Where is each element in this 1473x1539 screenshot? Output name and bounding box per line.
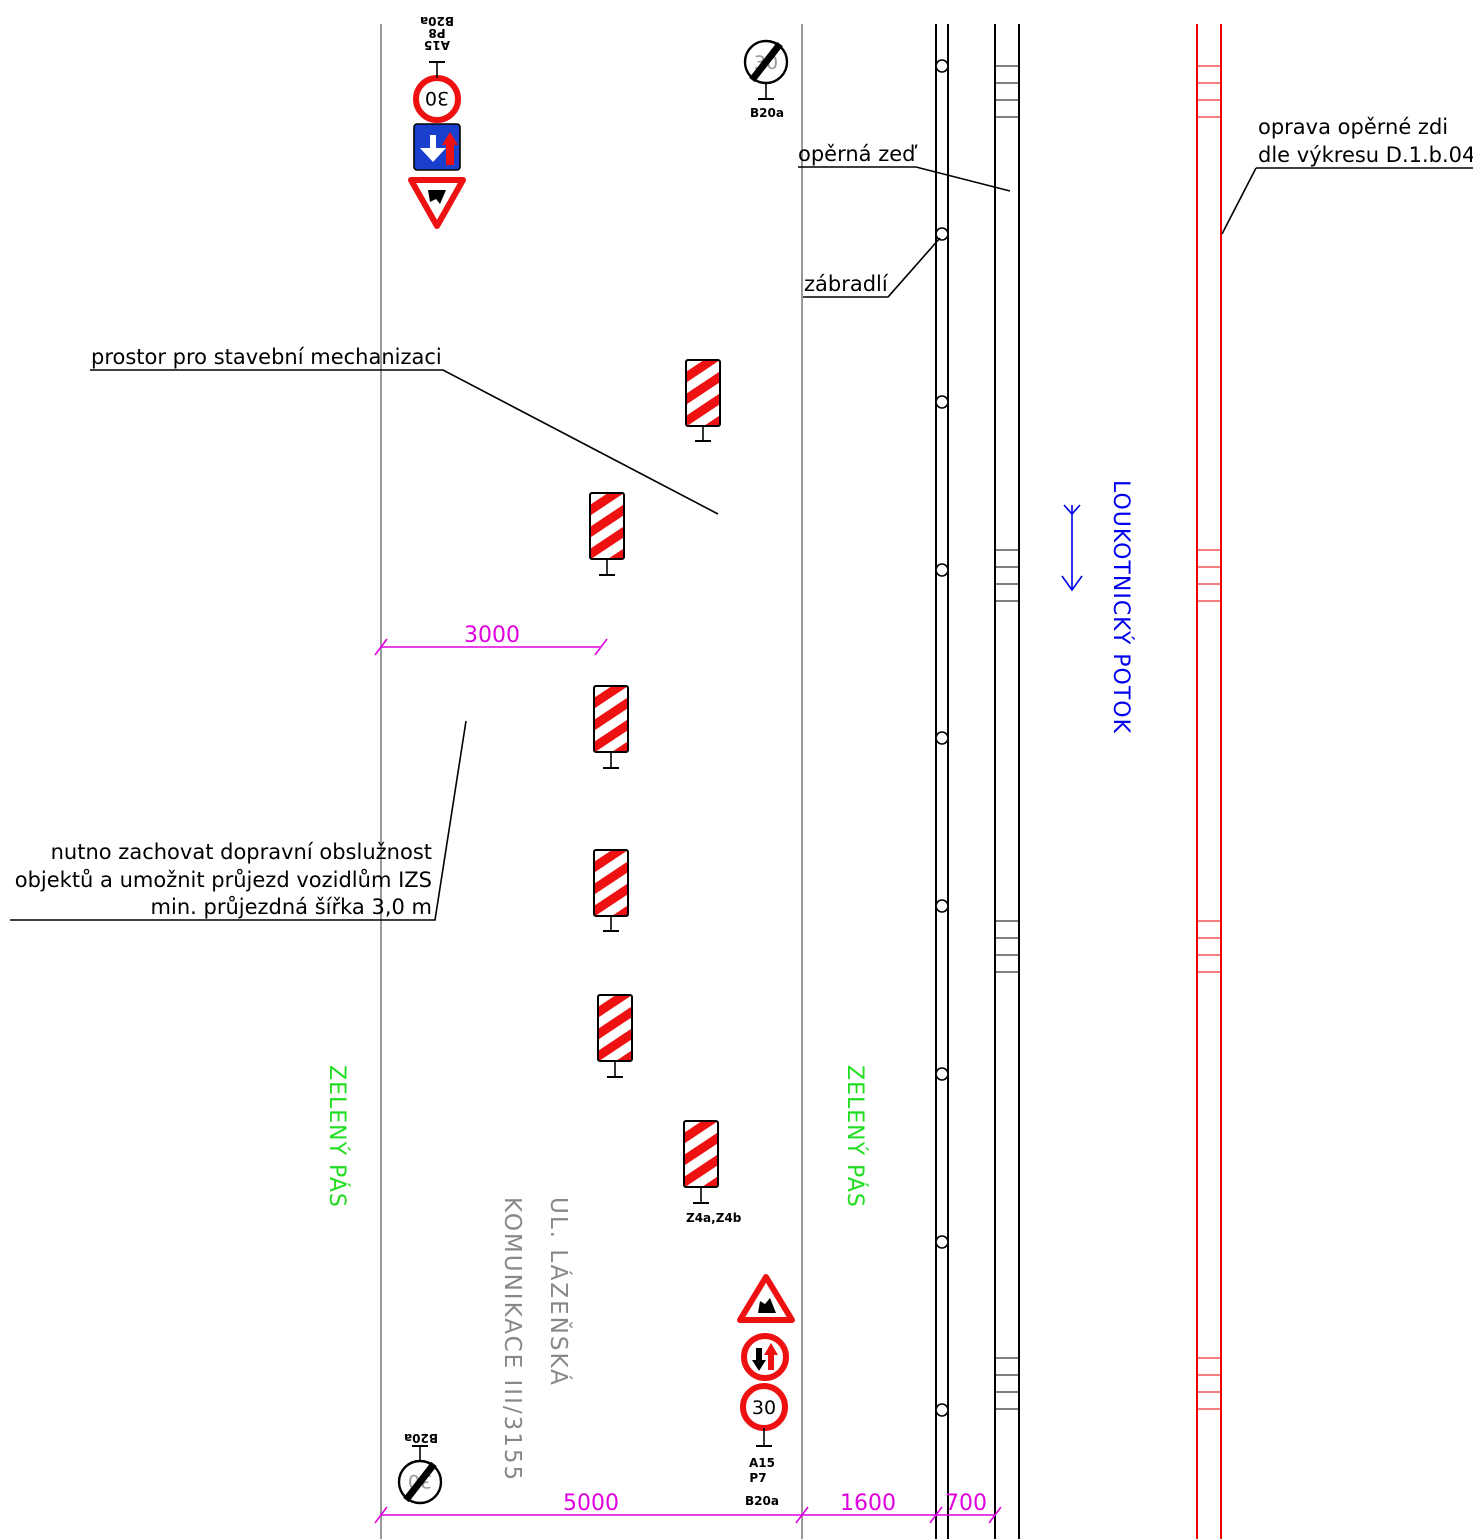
green-strip-left-label: ZELENÝ PÁS	[324, 1065, 350, 1208]
oncoming-arrow-red	[764, 1343, 778, 1370]
top-left-sign-code-1: A15	[424, 38, 450, 52]
speed-limit-value-top: 30	[425, 87, 449, 109]
stream-flow-arrow	[1061, 504, 1083, 592]
roadwork-icon	[428, 190, 446, 204]
barrier-board-4	[593, 849, 629, 932]
access-note-line2: objektů a umožnit průjezd vozidlům IZS	[15, 868, 432, 892]
end-speed-limit-sign-bottom: 30	[397, 1445, 443, 1505]
repaired-retaining-wall	[1196, 24, 1222, 1539]
dimension-700-value: 700	[945, 1491, 987, 1516]
end-speed-limit-sign-top: 30	[743, 39, 789, 100]
top-left-sign-code-3: B20a	[420, 14, 454, 28]
access-note-line3: min. průjezdná šířka 3,0 m	[151, 895, 432, 919]
dimension-5000-value: 5000	[563, 1491, 619, 1516]
barrier-board-2	[589, 492, 625, 576]
roadwork-triangle-sign	[408, 177, 466, 229]
oncoming-arrow-white	[420, 135, 446, 162]
bottom-right-sign-code-3: B20a	[745, 1494, 779, 1508]
retaining-wall-label: opěrná zeď	[798, 142, 918, 166]
retaining-wall	[994, 24, 1020, 1539]
barrier-board-3	[593, 685, 629, 769]
roadwork-icon	[758, 1298, 776, 1313]
barrier-board-1	[685, 359, 721, 442]
top-left-sign-code-2: P8	[428, 26, 445, 40]
roadwork-triangle-sign	[737, 1274, 795, 1323]
bottom-left-sign-code: B20a	[404, 1431, 438, 1445]
access-note-line1: nutno zachovat dopravní obslužnost	[51, 840, 432, 864]
repair-note-line1: oprava opěrné zdi	[1258, 115, 1448, 139]
dimension-3000	[374, 638, 608, 656]
railing-label: zábradlí	[804, 272, 889, 296]
sign-group-top-left: 30	[408, 61, 466, 229]
speed-limit-value-bottom: 30	[752, 1397, 776, 1419]
barrier-sign-code: Z4a,Z4b	[686, 1211, 742, 1225]
sign-group-bottom-right: 30	[737, 1274, 795, 1447]
no-priority-oncoming-sign	[741, 1333, 789, 1381]
construction-space-label: prostor pro stavební mechanizaci	[91, 345, 442, 369]
repair-note-line2: dle výkresu D.1.b.04	[1258, 143, 1473, 167]
top-right-sign-code: B20a	[750, 106, 784, 120]
barrier-board-5	[597, 994, 633, 1078]
leader-lines	[10, 166, 1473, 921]
stream-label: LOUKOTNICKÝ POTOK	[1108, 480, 1134, 734]
bottom-right-sign-code-2: P7	[749, 1471, 766, 1485]
dimension-1600-value: 1600	[840, 1491, 896, 1516]
green-strip-right-label: ZELENÝ PÁS	[842, 1065, 868, 1208]
railing	[935, 24, 949, 1539]
oncoming-arrow-black	[752, 1348, 766, 1371]
dimension-bottom	[374, 1506, 1002, 1524]
bottom-right-sign-code-1: A15	[749, 1456, 775, 1470]
street-name-label: UL. LÁZEŇSKÁ	[545, 1197, 573, 1387]
road-class-label: KOMUNIKACE III/3155	[499, 1197, 525, 1482]
dimension-3000-value: 3000	[464, 623, 520, 648]
oncoming-arrow-red	[442, 132, 458, 165]
barrier-board-6	[683, 1120, 719, 1204]
